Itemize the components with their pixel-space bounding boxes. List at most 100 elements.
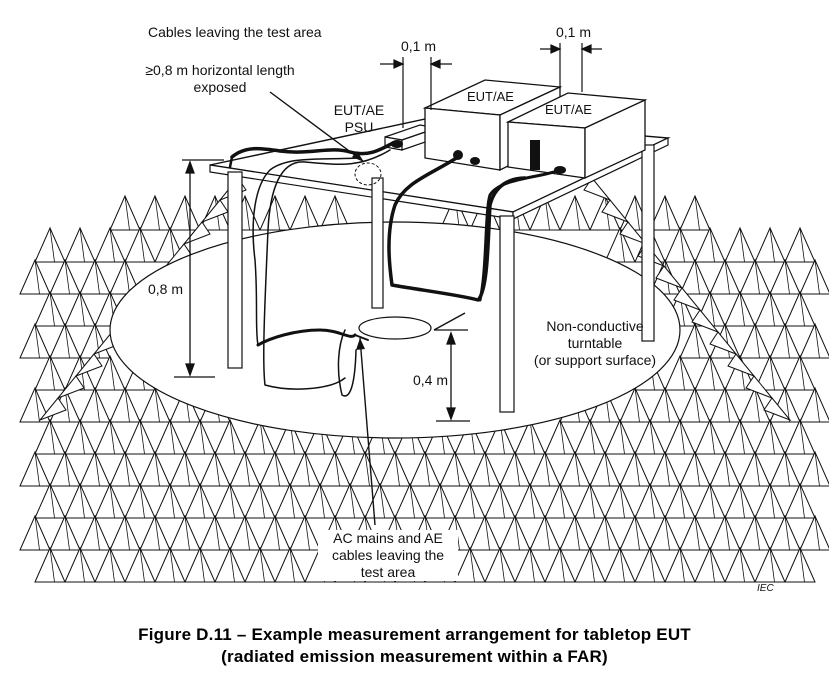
- absorber-cone-edge: [124, 195, 130, 231]
- absorber-cone-edge: [64, 259, 70, 295]
- absorber-cone-edge: [139, 227, 145, 263]
- absorber-cone-edge: [139, 419, 145, 455]
- absorber-cone-edge: [124, 259, 130, 295]
- absorber-cone-edge: [79, 291, 85, 327]
- absorber-cone-edge: [214, 451, 220, 487]
- absorber-cone: [409, 450, 441, 487]
- eut-box-right: [505, 92, 648, 180]
- absorber-cone-edge: [274, 195, 280, 231]
- absorber-cone-edge: [799, 227, 805, 263]
- label-eut-ae-right: EUT/AE: [545, 102, 592, 117]
- label-dim-01-left: 0,1 m: [401, 38, 437, 54]
- absorber-cone-edge: [229, 547, 235, 583]
- absorber-cone: [694, 226, 726, 263]
- label-turntable-line1: Non-conductive: [546, 318, 644, 334]
- absorber-cone-edge: [514, 451, 520, 487]
- absorber-cone: [679, 450, 711, 487]
- absorber-cone-edge: [154, 195, 160, 231]
- absorber-cone: [169, 450, 201, 487]
- absorber-cone-edge: [799, 483, 805, 519]
- absorber-cone-edge: [709, 547, 715, 583]
- absorber-cone: [514, 418, 546, 455]
- caption-line2: (radiated emission measurement within a …: [221, 647, 608, 666]
- absorber-cone: [229, 450, 261, 487]
- absorber-cone: [214, 546, 246, 583]
- absorber-cone: [709, 450, 741, 487]
- absorber-cone: [664, 226, 696, 263]
- absorber-cone-edge: [769, 547, 775, 583]
- absorber-cone-edge: [709, 355, 715, 391]
- absorber-cone-edge: [814, 515, 820, 551]
- absorber-cone-edge: [64, 515, 70, 551]
- absorber-cone: [754, 354, 786, 391]
- absorber-cone: [769, 322, 801, 359]
- absorber-cone-edge: [814, 323, 820, 359]
- absorber-cone-edge: [49, 547, 55, 583]
- absorber-cone-edge: [244, 515, 250, 551]
- absorber-cone: [604, 482, 636, 519]
- label-ac-mains: AC mains and AE cables leaving the test …: [318, 530, 458, 581]
- absorber-cone-edge: [619, 547, 625, 583]
- absorber-cone-edge: [529, 483, 535, 519]
- absorber-cone: [64, 482, 96, 519]
- cable-to-psu: [230, 141, 395, 159]
- absorber-cone-edge: [394, 451, 400, 487]
- absorber-cone: [379, 450, 411, 487]
- absorber-cone: [94, 546, 126, 583]
- absorber-cone-edge: [709, 227, 715, 263]
- absorber-cone: [109, 450, 141, 487]
- absorber-cone-edge: [259, 547, 265, 583]
- absorber-cone: [259, 450, 291, 487]
- absorber-cone-edge: [154, 451, 160, 487]
- absorber-cone-edge: [34, 451, 40, 487]
- absorber-cone-edge: [679, 227, 685, 263]
- absorber-cone: [109, 386, 141, 423]
- absorber-cone-edge: [724, 323, 730, 359]
- absorber-cone: [469, 450, 501, 487]
- absorber-cone-edge: [79, 547, 85, 583]
- absorber-cone-edge: [634, 195, 640, 231]
- leg-back-right: [641, 144, 655, 342]
- absorber-cone: [709, 386, 741, 423]
- absorber-cone: [64, 290, 96, 327]
- absorber-cone: [649, 514, 681, 551]
- absorber-cone: [94, 482, 126, 519]
- label-turntable-line3: (or support surface): [533, 352, 657, 368]
- absorber-cone: [109, 514, 141, 551]
- absorber-cone-edge: [124, 387, 130, 423]
- wall-absorber-cone: [655, 265, 684, 290]
- absorber-cone-edge: [679, 547, 685, 583]
- absorber-cone: [199, 514, 231, 551]
- absorber-cone: [274, 482, 306, 519]
- absorber-cone-edge: [664, 195, 670, 231]
- cable-psu-drop: [252, 157, 359, 346]
- absorber-cone-edge: [79, 419, 85, 455]
- absorber-cone: [799, 322, 829, 359]
- cable-connector-small: [354, 334, 369, 341]
- absorber-cone-edge: [814, 451, 820, 487]
- absorber-cone: [484, 418, 516, 455]
- label-horizontal-length-line1: ≥0,8 m horizontal length: [145, 62, 295, 78]
- dimension-08m: [174, 159, 224, 378]
- absorber-cone-edge: [34, 323, 40, 359]
- absorber-cone: [184, 546, 216, 583]
- absorber-cone: [784, 290, 816, 327]
- absorber-cone: [709, 258, 741, 295]
- absorber-cone: [484, 482, 516, 519]
- absorber-cone: [799, 514, 829, 551]
- absorber-cone: [319, 450, 351, 487]
- absorber-cone: [169, 194, 201, 231]
- cable-hanging: [337, 329, 357, 397]
- absorber-cone-edge: [529, 419, 535, 455]
- absorber-cone: [679, 194, 711, 231]
- absorber-cone-edge: [454, 451, 460, 487]
- absorber-cone-edge: [154, 515, 160, 551]
- absorber-cone-edge: [739, 547, 745, 583]
- wall-absorber-cone: [56, 375, 85, 400]
- absorber-cone: [49, 322, 81, 359]
- absorber-cone-edge: [589, 419, 595, 455]
- absorber-cone: [214, 482, 246, 519]
- absorber-cone-edge: [754, 515, 760, 551]
- absorber-cone-edge: [49, 291, 55, 327]
- absorber-cone: [574, 418, 606, 455]
